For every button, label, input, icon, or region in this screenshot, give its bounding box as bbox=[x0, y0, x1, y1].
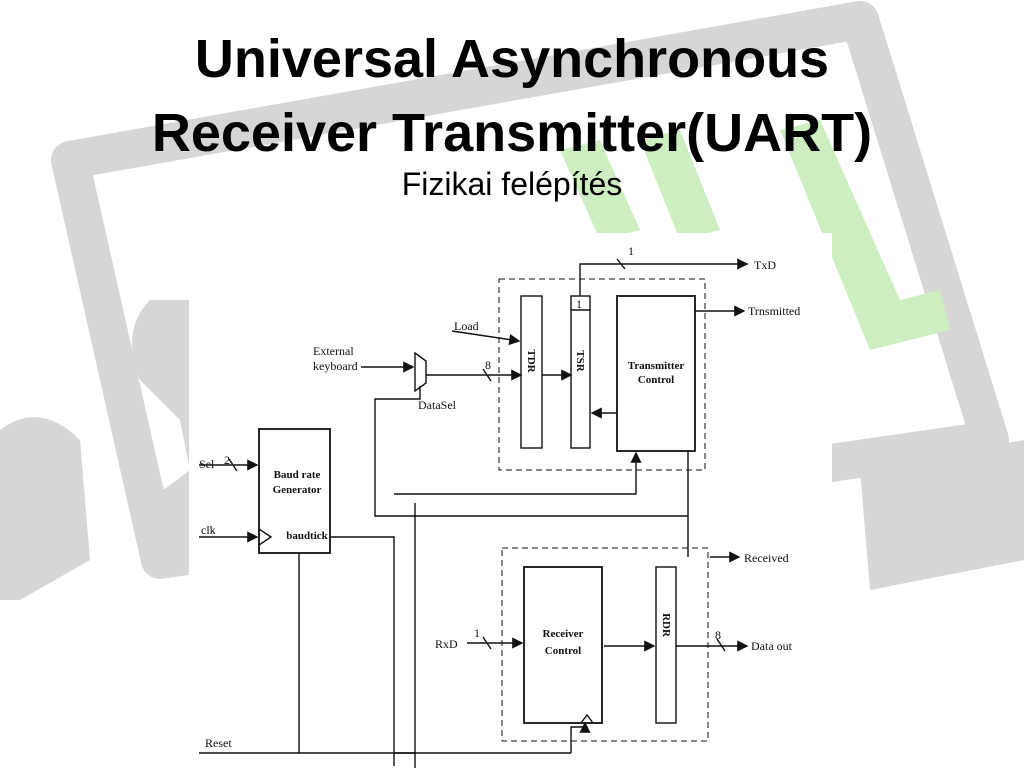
data-out-width-label: 8 bbox=[715, 628, 721, 642]
tdr-label: TDR bbox=[525, 349, 537, 373]
tdr-width-label: 8 bbox=[485, 358, 491, 372]
slide-subtitle: Fizikai felépítés bbox=[401, 166, 623, 202]
baudtick-label: baudtick bbox=[286, 530, 328, 542]
baud-rate-label-line-1: Baud rate bbox=[274, 469, 321, 481]
transmitter-control-block bbox=[616, 295, 696, 452]
uart-block-diagram: TxD 1 1 Trnsmitted Load External keyboar… bbox=[189, 233, 832, 768]
received-label: Received bbox=[744, 551, 789, 565]
sel-label: Sel bbox=[199, 457, 215, 471]
rdr-register bbox=[655, 566, 677, 724]
datasel-mux bbox=[414, 351, 427, 393]
baud-rate-generator-block bbox=[258, 428, 331, 554]
txd-label: TxD bbox=[754, 258, 776, 272]
tsr-register bbox=[570, 295, 591, 449]
external-label-line-2: keyboard bbox=[313, 359, 358, 373]
rdr-label: RDR bbox=[660, 613, 672, 638]
tsr-bit-label: 1 bbox=[576, 297, 582, 311]
rxd-label: RxD bbox=[435, 637, 458, 651]
external-label-line-1: External bbox=[313, 344, 354, 358]
sel-width-label: 2 bbox=[224, 453, 230, 467]
slide-title-line-2: Receiver Transmitter(UART) bbox=[151, 103, 873, 163]
receiver-control-label-line-1: Receiver bbox=[543, 628, 584, 640]
trnsmitted-label: Trnsmitted bbox=[748, 304, 800, 318]
rxd-width-label: 1 bbox=[474, 626, 480, 640]
datasel-label: DataSel bbox=[418, 398, 457, 412]
receiver-section bbox=[501, 547, 709, 742]
receiver-control-block bbox=[523, 566, 603, 724]
transmitter-section bbox=[498, 278, 706, 471]
data-out-label: Data out bbox=[751, 639, 793, 653]
clk-label: clk bbox=[201, 523, 216, 537]
baud-rate-label-line-2: Generator bbox=[273, 484, 322, 496]
load-label: Load bbox=[454, 319, 479, 333]
transmitter-control-label-line-1: Transmitter bbox=[628, 360, 685, 372]
txd-width-label: 1 bbox=[628, 244, 634, 258]
tsr-label: TSR bbox=[574, 350, 586, 372]
slide-title-line-1: Universal Asynchronous bbox=[194, 29, 830, 89]
reset-label: Reset bbox=[205, 736, 232, 750]
transmitter-control-label-line-2: Control bbox=[638, 374, 674, 386]
receiver-control-label-line-2: Control bbox=[545, 645, 581, 657]
